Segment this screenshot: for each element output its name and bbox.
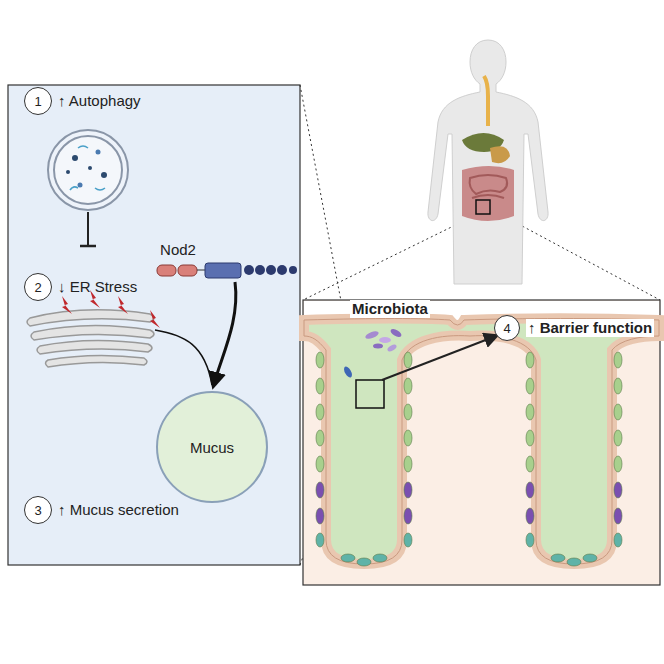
endoplasmic-reticulum	[27, 310, 154, 367]
step-label: ↑ Autophagy	[58, 92, 141, 110]
cell	[526, 482, 534, 498]
stress-bolts	[62, 290, 160, 328]
cell	[404, 352, 412, 368]
cell	[373, 554, 387, 562]
cell	[526, 378, 534, 394]
cell	[404, 430, 412, 446]
er-arrow	[155, 330, 212, 385]
cell	[316, 482, 324, 498]
cell	[316, 404, 324, 420]
barrier-arrow	[382, 336, 496, 380]
cell	[614, 456, 622, 472]
cell	[614, 352, 622, 368]
text-label: Microbiota	[350, 300, 430, 318]
callout-number: 3	[34, 503, 41, 518]
cell	[567, 558, 581, 566]
callout-circle: 4	[494, 315, 520, 341]
cell	[404, 482, 412, 498]
step-label: ↑ Mucus secretion	[58, 501, 179, 519]
callout-number: 4	[503, 321, 510, 336]
cell	[404, 456, 412, 472]
callout-number: 1	[34, 94, 41, 109]
human-figure	[428, 40, 548, 284]
callout-circle: 1	[24, 87, 52, 115]
mucus-granule: Mucus	[156, 391, 268, 503]
cell	[526, 456, 534, 472]
cell	[614, 482, 622, 498]
left-panel	[8, 85, 300, 565]
cell	[614, 508, 622, 524]
intestinal-crypts	[303, 300, 660, 585]
microbiota-bacteria	[342, 327, 402, 378]
cell	[551, 554, 565, 562]
cell	[341, 554, 355, 562]
inhibition-bar	[80, 245, 96, 248]
cell	[583, 554, 597, 562]
text-label: Nod2	[160, 241, 196, 259]
callout-circle: 3	[24, 496, 52, 524]
cell	[614, 533, 622, 547]
cell	[316, 430, 324, 446]
cell	[316, 352, 324, 368]
cell	[404, 533, 412, 547]
cell	[404, 508, 412, 524]
cell	[526, 508, 534, 524]
autophagosome	[48, 130, 128, 210]
node-label: Mucus	[190, 439, 234, 456]
cell	[614, 430, 622, 446]
cell	[316, 378, 324, 394]
cell	[614, 404, 622, 420]
zoom-box	[356, 380, 384, 408]
cell	[316, 508, 324, 524]
cell	[316, 533, 324, 547]
cell	[404, 404, 412, 420]
cell	[526, 430, 534, 446]
cell	[357, 558, 371, 566]
cell	[526, 533, 534, 547]
nod2-protein	[157, 263, 297, 278]
text-label: ↑ Barrier function	[526, 319, 654, 337]
epithelial-cells	[316, 352, 622, 566]
step-label: ↓ ER Stress	[58, 278, 137, 296]
cell	[316, 456, 324, 472]
cell	[614, 378, 622, 394]
cell	[526, 404, 534, 420]
inhibition-line	[87, 212, 89, 246]
callout-number: 2	[34, 280, 41, 295]
cell	[526, 352, 534, 368]
cell	[404, 378, 412, 394]
callout-circle: 2	[24, 273, 52, 301]
nod2-arrow	[214, 282, 236, 384]
